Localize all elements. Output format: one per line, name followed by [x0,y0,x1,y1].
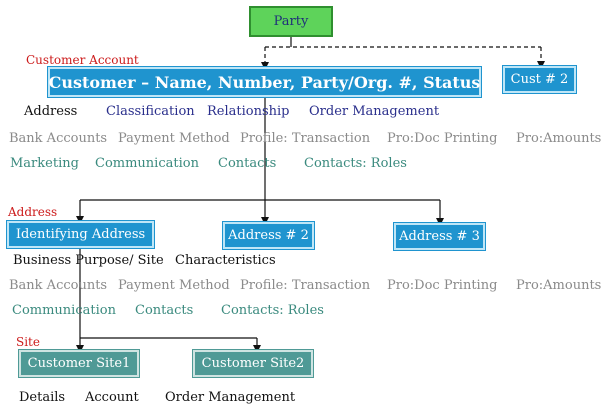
customer-attr-profile-transaction: Profile: Transaction [240,131,371,146]
customer-attr-marketing: Marketing [10,156,79,171]
customer-attr-bank-accounts: Bank Accounts [9,131,108,146]
customer-attr-contacts: Contacts [218,156,277,171]
identifying-address-node-label: Identifying Address [15,227,146,242]
customer-attr-pro-amounts: Pro:Amounts [516,131,602,146]
address2-node-label: Address # 2 [228,228,309,243]
customer-attr-relationship: Relationship [207,104,290,119]
section-label-address: Address [8,205,58,219]
cust2-node: Cust # 2 [503,66,576,93]
party-node: Party [249,6,333,37]
cust2-node-label: Cust # 2 [510,72,569,87]
customer-attr-communication: Communication [95,156,199,171]
customer-attr-payment-method: Payment Method [118,131,230,146]
customer-account-node-label: Customer – Name, Number, Party/Org. #, S… [48,72,481,92]
address-attr-payment-method: Payment Method [118,278,230,293]
customer-account-node: Customer – Name, Number, Party/Org. #, S… [48,67,481,97]
party-node-label: Party [273,14,309,29]
customer-site2-node: Customer Site2 [193,350,313,377]
customer-attr-pro-doc-printing: Pro:Doc Printing [387,131,498,146]
site-attr-account: Account [85,390,139,405]
customer-attr-address: Address [24,104,78,119]
customer-site1-node: Customer Site1 [19,350,139,377]
address-attr-business-purpose: Business Purpose/ Site [13,253,164,268]
customer-site1-node-label: Customer Site1 [27,356,131,371]
address2-node: Address # 2 [223,222,314,249]
address-attr-characteristics: Characteristics [175,253,276,268]
address-attr-communication: Communication [12,303,116,318]
address3-node: Address # 3 [394,223,485,250]
section-label-customer-account: Customer Account [26,53,139,67]
address-attr-pro-amounts: Pro:Amounts [516,278,602,293]
address3-node-label: Address # 3 [399,229,480,244]
address-attr-profile-transaction: Profile: Transaction [240,278,371,293]
identifying-address-node: Identifying Address [7,221,154,248]
customer-attr-order-management: Order Management [309,104,440,119]
address-attr-pro-doc-printing: Pro:Doc Printing [387,278,498,293]
customer-site2-node-label: Customer Site2 [201,356,305,371]
site-attr-details: Details [19,390,66,405]
site-attr-order-management: Order Management [165,390,296,405]
customer-attr-contacts-roles: Contacts: Roles [304,156,407,171]
customer-attr-classification: Classification [106,104,195,119]
address-attr-bank-accounts: Bank Accounts [9,278,108,293]
section-label-site: Site [16,335,40,349]
address-attr-contacts: Contacts [135,303,194,318]
address-attr-contacts-roles: Contacts: Roles [221,303,324,318]
